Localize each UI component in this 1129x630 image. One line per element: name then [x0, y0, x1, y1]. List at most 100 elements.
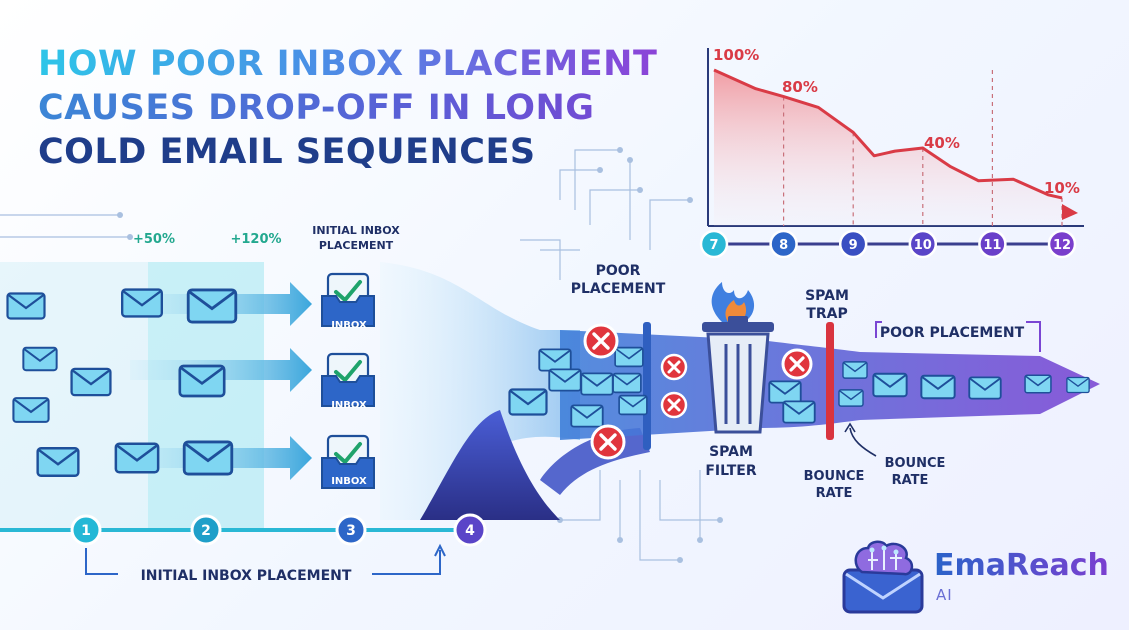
funnel-stream — [380, 262, 580, 520]
poor-placement-right-label: POOR PLACEMENT — [880, 325, 1025, 341]
chart-x-tick: 8 — [769, 229, 798, 259]
chart-x-tick: 11 — [978, 229, 1007, 259]
email-icon — [1024, 374, 1052, 394]
email-icon — [838, 389, 864, 407]
bounce-rate-label: RATE — [816, 486, 853, 501]
title-line-2: CAUSES DROP-OFF IN LONG — [38, 86, 657, 130]
initial-placement-header: INITIAL INBOX — [312, 224, 400, 237]
chart-x-tick: 12 — [1047, 229, 1077, 259]
reject-icon — [781, 348, 813, 380]
poor-placement-gate — [643, 322, 651, 450]
cave-drop — [420, 410, 560, 520]
title-line-3: COLD EMAIL SEQUENCES — [38, 132, 536, 172]
email-icon — [920, 374, 956, 400]
step-number: 3 — [346, 523, 356, 539]
reject-icon — [590, 424, 626, 460]
spam-trap-label: SPAM — [805, 288, 849, 304]
spam-trap-label: TRAP — [806, 306, 847, 322]
page-title: HOW POOR INBOX PLACEMENT CAUSES DROP-OFF… — [38, 42, 657, 174]
reject-icon — [583, 323, 619, 359]
bounce-rate-label: RATE — [892, 473, 929, 488]
chart-dropline-group — [782, 70, 1063, 226]
chart-tick-label: 7 — [709, 238, 718, 253]
chart-line-arrowhead — [1062, 204, 1078, 220]
step-marker — [335, 514, 367, 546]
chart-tick-marker — [769, 229, 798, 259]
step-number: 4 — [465, 523, 475, 539]
email-icon — [538, 348, 572, 372]
email-icon — [570, 404, 604, 428]
step-number: 1 — [81, 523, 91, 539]
inbox-label: INBOX — [331, 400, 367, 411]
spam-filter-icon — [702, 282, 774, 434]
email-icon — [114, 442, 160, 474]
email-icon — [36, 446, 80, 478]
inbox-icon — [321, 434, 375, 489]
step-marker — [190, 514, 222, 546]
chart-annotation: 100% — [713, 46, 759, 64]
timeline-steps — [70, 513, 487, 547]
brand-name: EmaReach — [934, 548, 1109, 583]
spam-trap-gate — [826, 322, 834, 440]
title-line-1: HOW POOR INBOX PLACEMENT — [38, 44, 658, 84]
chart-annotation: 10% — [1044, 179, 1080, 197]
chart-tick-label: 8 — [779, 238, 788, 253]
step-marker — [70, 514, 102, 546]
chart-tick-label: 10 — [914, 238, 932, 253]
step-marker — [453, 513, 487, 547]
chart-tick-marker — [699, 229, 729, 259]
chart-tick-marker — [978, 229, 1007, 259]
email-icon — [120, 288, 164, 318]
pct-label: +120% — [230, 232, 281, 247]
chart-tick-group: 7 8 9 10 11 12 — [699, 229, 1077, 259]
bounce-pointer-head — [844, 422, 856, 433]
initial-placement-header: PLACEMENT — [319, 239, 394, 252]
email-icon — [842, 361, 868, 379]
step-number: 2 — [201, 523, 211, 539]
bottom-bracket — [85, 548, 441, 575]
bottom-bracket-arrow — [434, 543, 446, 557]
chart-x-tick: 9 — [838, 229, 868, 259]
brand-sub: AI — [936, 586, 953, 604]
email-icon — [768, 380, 802, 404]
email-icon — [182, 440, 234, 476]
email-icon — [618, 394, 648, 416]
email-icon — [968, 376, 1002, 400]
chart-series-line — [713, 68, 1063, 200]
chart-tick-marker — [1047, 229, 1077, 259]
brain-envelope-icon — [842, 540, 924, 614]
poor-placement-label: PLACEMENT — [571, 281, 666, 297]
email-icon — [12, 397, 50, 423]
chart-tick-label: 9 — [849, 238, 858, 253]
chart-x-tick: 7 — [699, 229, 729, 259]
bounce-rate-label: BOUNCE — [804, 469, 865, 484]
chart-annotation: 40% — [924, 134, 960, 152]
email-icon — [1066, 376, 1090, 394]
poor-placement-label: POOR — [596, 263, 641, 279]
poor-placement-bracket — [875, 321, 1041, 352]
pct-label: +50% — [133, 232, 175, 247]
spam-filter-label: FILTER — [705, 463, 756, 479]
email-icon — [872, 372, 908, 398]
inbox-icon — [321, 272, 375, 327]
reject-icon — [660, 353, 688, 381]
chart-tick-label: 11 — [983, 238, 1001, 253]
inbox-label: INBOX — [331, 476, 367, 487]
email-icon — [186, 288, 238, 324]
chart-x-tick: 10 — [908, 229, 938, 259]
email-icon — [614, 346, 644, 368]
email-icon — [508, 388, 548, 416]
email-icon — [178, 364, 226, 398]
brand-logo: EmaReach AI — [838, 536, 1118, 616]
bounce-pointer — [849, 427, 877, 457]
chart-tick-label: 12 — [1053, 238, 1071, 253]
inbox-icon — [321, 352, 375, 407]
spam-filter-label: SPAM — [709, 444, 753, 460]
bounce-rate-label: BOUNCE — [885, 456, 946, 471]
rejected-icons — [583, 323, 813, 460]
email-icon — [70, 367, 112, 397]
chart-tick-marker — [908, 229, 938, 259]
initial-inbox-placement-label: INITIAL INBOX PLACEMENT — [141, 568, 352, 584]
